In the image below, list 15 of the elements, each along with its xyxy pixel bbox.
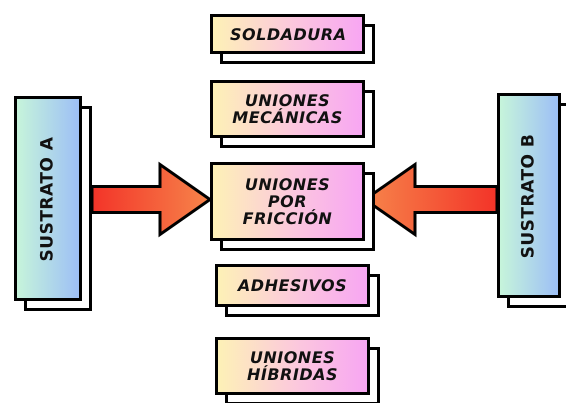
- joining-method-box: [215, 264, 370, 307]
- substrate-box: [14, 96, 82, 301]
- joining-method-box: [215, 337, 370, 395]
- node-label: SUSTRATO B: [520, 133, 538, 258]
- joining-method-box: [210, 162, 365, 241]
- node-label: UNIONES MECÁNICAS: [231, 92, 344, 126]
- joining-method-box: [210, 14, 365, 54]
- node-label: SOLDADURA: [230, 26, 345, 42]
- node-label: UNIONES HÍBRIDAS: [246, 349, 339, 383]
- substrate-box: [497, 93, 561, 298]
- joining-method-box: [210, 80, 365, 138]
- node-label: UNIONES POR FRICCIÓN: [242, 176, 334, 227]
- node-label: ADHESIVOS: [236, 277, 348, 294]
- node-label: SUSTRATO A: [40, 136, 56, 261]
- block-arrow: [90, 162, 213, 238]
